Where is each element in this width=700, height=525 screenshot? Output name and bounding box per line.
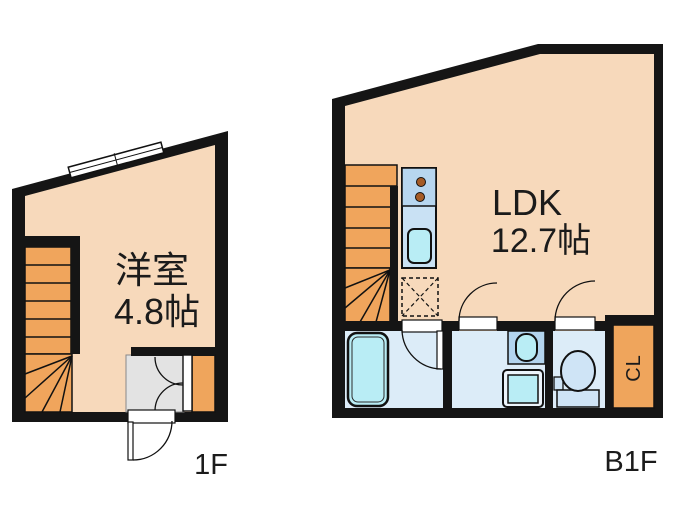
toilet-door — [554, 280, 596, 331]
1f-staircase — [12, 236, 80, 413]
vanity-sink — [507, 330, 546, 365]
stove-burner — [416, 177, 426, 187]
washing-machine-pan — [502, 369, 544, 408]
toilet — [553, 350, 600, 408]
toilet-closet-wall — [605, 315, 613, 408]
genkan-wall — [131, 347, 215, 356]
stair-treads — [344, 164, 398, 269]
entrance-doorway — [127, 409, 176, 424]
stair-wall-side — [390, 186, 398, 331]
bathroom-door — [401, 319, 444, 370]
closet-double-door — [154, 354, 193, 412]
b1f-room-size: 12.7帖 — [491, 222, 591, 260]
stove-burner — [415, 192, 425, 202]
closet-wall-top — [605, 315, 655, 325]
closet-label: CL — [623, 354, 645, 382]
1f-room-size: 4.8帖 — [114, 291, 200, 332]
stair-wall-side — [71, 243, 80, 354]
entrance-door-leaf — [127, 421, 134, 461]
floor-1f-plan: 洋室 4.8帖 1F — [12, 131, 228, 481]
1f-room-name: 洋室 — [115, 250, 189, 291]
bath-washroom-wall — [443, 321, 452, 408]
wall-segment — [332, 321, 402, 331]
b1f-floor-label: B1F — [604, 446, 657, 478]
kitchen-sink — [407, 228, 432, 264]
floor-b1f-plan: LDK 12.7帖 CL B1F — [332, 44, 663, 478]
wall-segment — [497, 321, 555, 331]
kitchen-unit — [401, 167, 437, 269]
refrigerator-space — [401, 277, 439, 317]
stair-wall-top — [12, 236, 80, 247]
sliding-window — [67, 141, 165, 179]
bathtub — [346, 331, 390, 408]
wall-segment — [595, 321, 613, 331]
washroom-toilet-wall — [545, 321, 553, 408]
shoe-closet — [191, 354, 216, 413]
1f-floor-label: 1F — [194, 449, 228, 481]
entrance-door — [127, 409, 176, 461]
b1f-room-name: LDK — [492, 182, 562, 223]
b1f-staircase — [344, 164, 398, 331]
washroom-door — [458, 282, 498, 331]
